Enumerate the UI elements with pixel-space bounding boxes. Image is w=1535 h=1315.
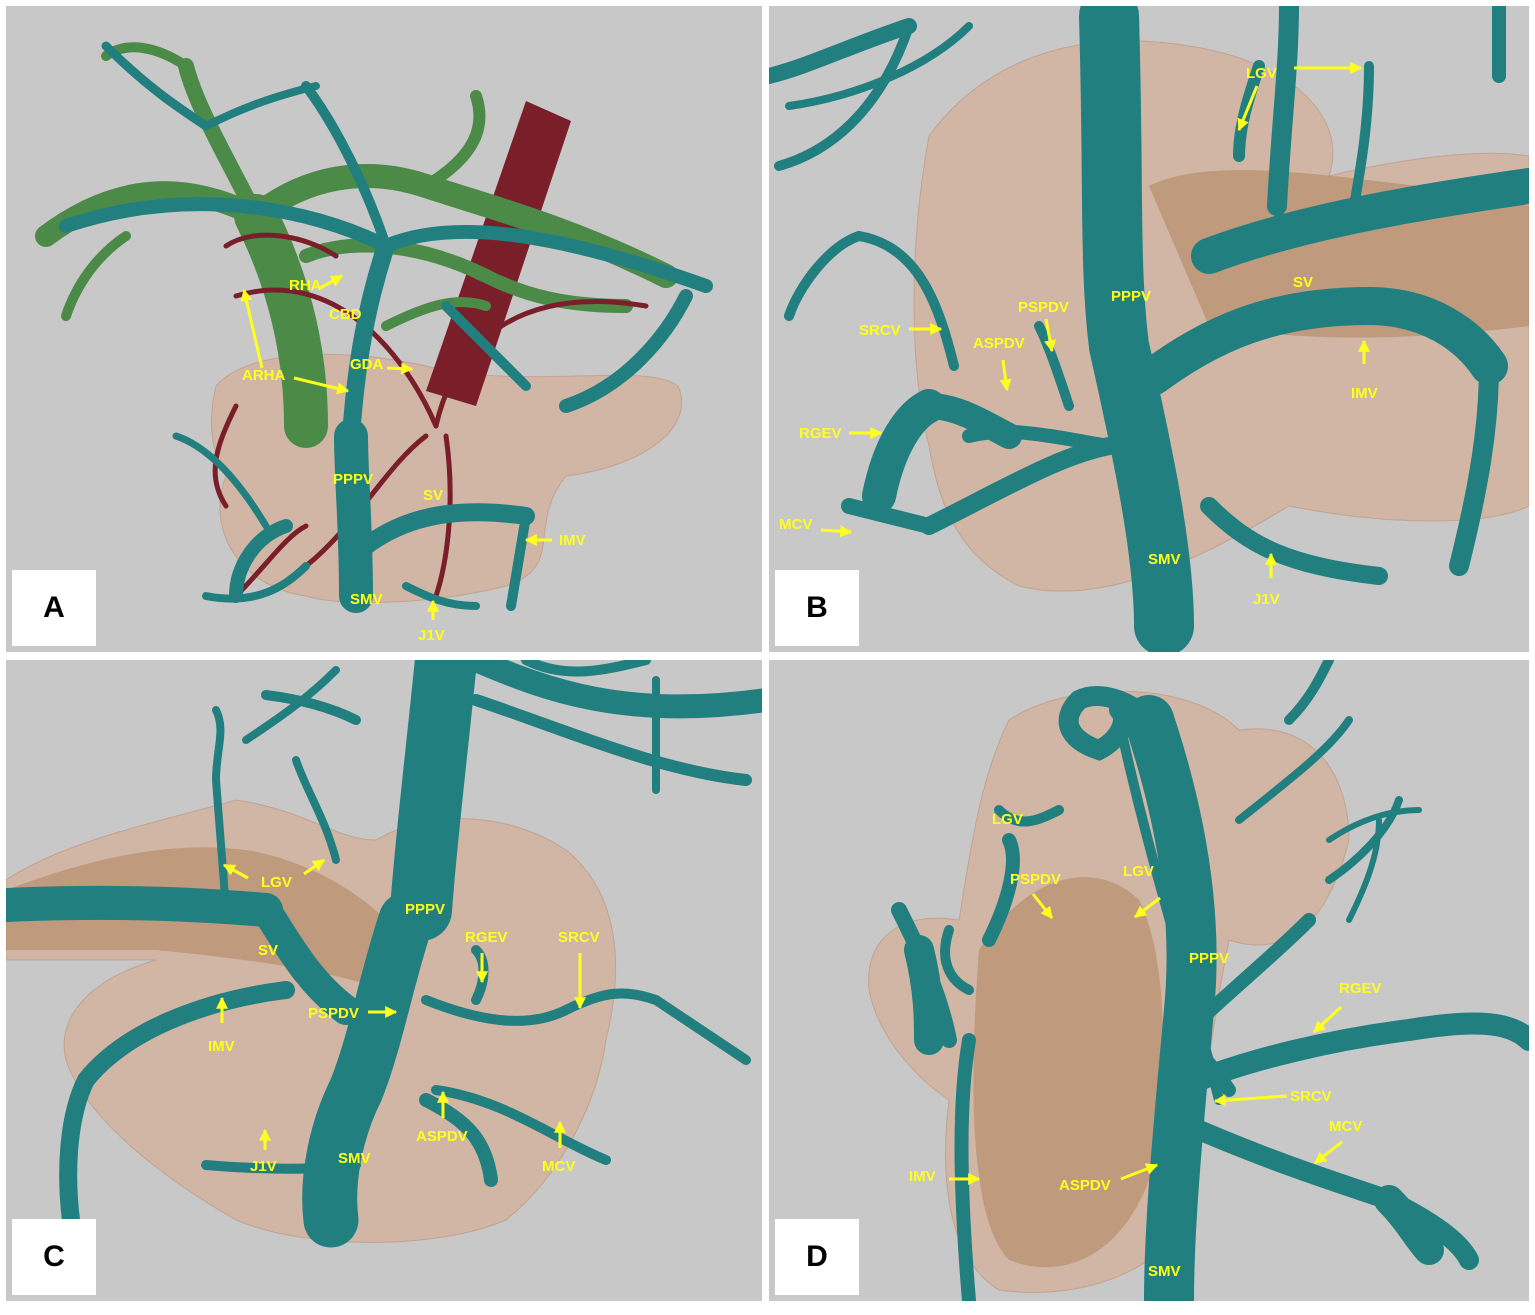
label-pppv: PPPV [1189,950,1229,967]
label-aspdv: ASPDV [973,335,1025,352]
label-srcv: SRCV [1290,1088,1332,1105]
aorta-vessel [426,101,571,406]
label-rgev: RGEV [465,929,508,946]
venous-tree [59,41,713,613]
label-pspdv: PSPDV [1010,871,1061,888]
label-imv: IMV [559,532,586,549]
label-pppv: PPPV [405,901,445,918]
label-sv: SV [258,942,278,959]
label-aspdv: ASPDV [416,1128,468,1145]
venous-tree [891,660,1529,1301]
label-rgev: RGEV [799,425,842,442]
label-sv: SV [423,487,443,504]
label-gda: GDA [350,356,384,373]
label-cbd: CBD [329,306,362,323]
label-smv: SMV [350,591,383,608]
panel-letter-c: C [12,1219,96,1295]
label-j1v: J1V [1253,591,1280,608]
label-lgv: LGV [1246,65,1277,82]
panel-letter-b: B [775,570,859,646]
pancreas-shape [211,353,683,604]
panel-b-3d-reconstruction: LGV SRCV PSPDV ASPDV PPPV SV IMV RGEV MC… [769,6,1529,652]
panel-d: LGV PSPDV LGV PPPV RGEV SRCV MCV IMV ASP… [769,660,1529,1301]
label-mcv: MCV [542,1158,575,1175]
panel-d-3d-reconstruction: LGV PSPDV LGV PPPV RGEV SRCV MCV IMV ASP… [868,660,1529,1301]
label-srcv: SRCV [558,929,600,946]
label-smv: SMV [338,1150,371,1167]
label-imv: IMV [208,1038,235,1055]
label-mcv: MCV [1329,1118,1362,1135]
panel-b: LGV SRCV PSPDV ASPDV PPPV SV IMV RGEV MC… [769,6,1529,652]
panel-c-3d-reconstruction: LGV PPPV RGEV SRCV SV PSPDV IMV ASPDV J1… [6,660,762,1248]
label-j1v: J1V [250,1158,277,1175]
label-lgv-lower: LGV [1123,863,1154,880]
label-mcv: MCV [779,516,812,533]
pancreas-head-overlay [973,877,1163,1268]
label-pppv: PPPV [333,471,373,488]
label-imv: IMV [909,1168,936,1185]
label-smv: SMV [1148,1263,1181,1280]
label-pppv: PPPV [1111,288,1151,305]
label-j1v: J1V [418,627,445,644]
venous-tree [769,6,1529,652]
panel-a: RHA CBD ARHA GDA PPPV SV IMV SMV J1V A [6,6,762,652]
label-rgev: RGEV [1339,980,1382,997]
label-smv: SMV [1148,551,1181,568]
panel-letter-a: A [12,570,96,646]
panel-c: LGV PPPV RGEV SRCV SV PSPDV IMV ASPDV J1… [6,660,762,1301]
panel-a-3d-reconstruction: RHA CBD ARHA GDA PPPV SV IMV SMV J1V [35,41,713,644]
label-imv: IMV [1351,385,1378,402]
label-arha: ARHA [242,367,285,384]
label-srcv: SRCV [859,322,901,339]
label-aspdv: ASPDV [1059,1177,1111,1194]
label-pspdv: PSPDV [308,1005,359,1022]
label-lgv: LGV [261,874,292,891]
label-sv: SV [1293,274,1313,291]
label-pspdv: PSPDV [1018,299,1069,316]
label-rha: RHA [289,277,322,294]
panel-letter-d: D [775,1219,859,1295]
label-lgv-upper: LGV [992,811,1023,828]
